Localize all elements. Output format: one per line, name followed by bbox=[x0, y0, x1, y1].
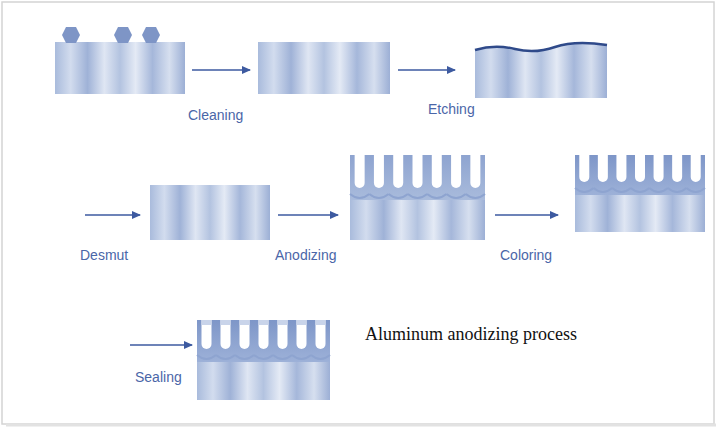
barrier-layer bbox=[668, 188, 687, 192]
dirt-particle bbox=[114, 27, 132, 43]
oxide-pore bbox=[635, 155, 645, 182]
barrier-layer bbox=[216, 355, 235, 359]
barrier-layer bbox=[427, 194, 446, 198]
oxide-pore bbox=[393, 155, 403, 188]
barrier-layer bbox=[389, 194, 408, 198]
oxide-pore bbox=[598, 155, 608, 182]
dirt-particle bbox=[142, 27, 160, 43]
aluminum-block bbox=[475, 43, 607, 98]
oxide-pore bbox=[221, 320, 231, 349]
barrier-layer bbox=[594, 188, 613, 192]
barrier-layer bbox=[369, 194, 388, 198]
barrier-layer bbox=[197, 355, 216, 359]
oxide-pore bbox=[691, 155, 701, 182]
step-label: Desmut bbox=[80, 247, 128, 263]
barrier-layer bbox=[311, 355, 330, 359]
pore-seal bbox=[221, 320, 231, 325]
pore-seal bbox=[316, 320, 326, 325]
oxide-pore bbox=[316, 320, 326, 349]
oxide-pore bbox=[240, 320, 250, 349]
process-arrow bbox=[85, 214, 140, 216]
anodized-block bbox=[350, 155, 485, 240]
oxide-pore bbox=[355, 155, 365, 188]
pore-seal bbox=[240, 320, 250, 325]
barrier-layer bbox=[254, 355, 273, 359]
aluminum-block bbox=[55, 42, 185, 94]
process-arrow bbox=[495, 214, 558, 216]
step-label: Cleaning bbox=[188, 107, 243, 123]
frame-shadow bbox=[6, 424, 716, 427]
caption: Aluminum anodizing process bbox=[365, 324, 577, 345]
etched-surface bbox=[475, 43, 607, 51]
barrier-layer bbox=[631, 188, 650, 192]
oxide-pore bbox=[278, 320, 288, 349]
barrier-layer bbox=[350, 194, 369, 198]
step-label: Anodizing bbox=[275, 247, 337, 263]
barrier-layer bbox=[575, 188, 594, 192]
barrier-layer bbox=[649, 188, 668, 192]
pore-seal bbox=[202, 320, 212, 325]
process-arrow bbox=[192, 69, 250, 71]
sealed-block bbox=[197, 320, 330, 400]
pore-seal bbox=[259, 320, 269, 325]
barrier-layer bbox=[446, 194, 465, 198]
oxide-pore bbox=[297, 320, 307, 349]
barrier-layer bbox=[408, 194, 427, 198]
oxide-pore bbox=[413, 155, 423, 188]
barrier-layer bbox=[612, 188, 631, 192]
barrier-layer bbox=[686, 188, 705, 192]
aluminum-block bbox=[150, 185, 270, 240]
process-arrow bbox=[398, 69, 455, 71]
step-label: Sealing bbox=[135, 369, 182, 385]
colored-block bbox=[575, 155, 705, 232]
oxide-pore bbox=[374, 155, 384, 188]
dirt-particle bbox=[62, 27, 80, 43]
frame bbox=[2, 2, 714, 424]
pore-seal bbox=[278, 320, 288, 325]
step-label: Etching bbox=[428, 101, 475, 117]
oxide-pore bbox=[616, 155, 626, 182]
pore-seal bbox=[297, 320, 307, 325]
aluminum-block bbox=[258, 42, 390, 94]
oxide-pore bbox=[202, 320, 212, 349]
barrier-layer bbox=[466, 194, 485, 198]
oxide-pore bbox=[432, 155, 442, 188]
barrier-layer bbox=[235, 355, 254, 359]
oxide-pore bbox=[579, 155, 589, 182]
barrier-layer bbox=[273, 355, 292, 359]
barrier-layer bbox=[292, 355, 311, 359]
process-arrow bbox=[278, 214, 338, 216]
oxide-pore bbox=[654, 155, 664, 182]
process-arrow bbox=[130, 344, 192, 346]
step-label: Coloring bbox=[500, 247, 552, 263]
oxide-pore bbox=[451, 155, 461, 188]
oxide-pore bbox=[470, 155, 480, 188]
oxide-pore bbox=[672, 155, 682, 182]
oxide-pore bbox=[259, 320, 269, 349]
